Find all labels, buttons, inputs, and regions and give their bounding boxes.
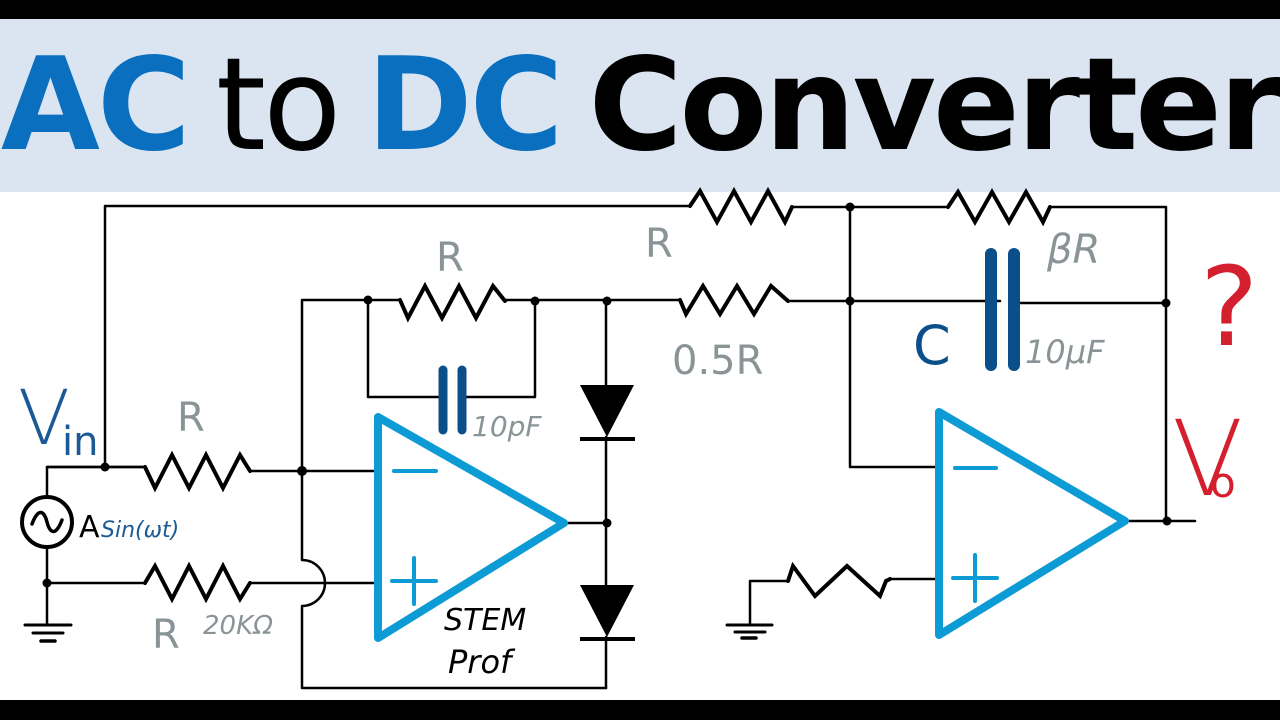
label-r-bypass: R	[645, 221, 673, 267]
vo-label-main: V	[1172, 398, 1243, 520]
ground-icon-right	[725, 623, 774, 640]
title-dc: DC	[366, 30, 563, 180]
label-r-beta: βR	[1046, 227, 1100, 273]
diodes	[580, 385, 635, 641]
source-function-label: Sin(ωt)	[101, 518, 179, 543]
junction-dot	[602, 296, 612, 306]
wire-stage2-gnd	[748, 579, 790, 626]
opamp-2-body	[935, 408, 1129, 639]
letterbox-top	[0, 0, 1280, 19]
junction-dot	[845, 296, 855, 306]
wire-source-top	[45, 465, 147, 499]
resistors	[143, 186, 1052, 604]
opamp-1	[374, 413, 568, 642]
output-question-mark: ?	[1200, 243, 1258, 371]
opamp-2	[935, 408, 1129, 639]
sine-wave-icon	[30, 510, 64, 534]
resistor-half	[678, 282, 790, 319]
labels: V in A Sin(ωt) R R 20KΩ R 10pF R 0.5R βR…	[18, 221, 1258, 681]
label-c-feedback-value: 10pF	[472, 410, 542, 443]
wires	[45, 204, 1197, 690]
title-band	[0, 19, 1280, 192]
diode-top	[580, 385, 634, 437]
resistor-bypass	[688, 186, 794, 227]
page-title: AC to DC Converter	[0, 19, 1280, 192]
label-r-input-top: R	[177, 395, 205, 441]
resistor-beta	[946, 187, 1052, 227]
diode-bottom	[580, 585, 634, 637]
label-r-half: 0.5R	[672, 338, 763, 384]
vin-label-sub: in	[62, 419, 98, 465]
label-r-feedback: R	[436, 235, 464, 281]
letterbox-bottom	[0, 700, 1280, 720]
junction-dot	[845, 202, 855, 212]
ac-source	[20, 495, 74, 549]
opamp-1-body	[374, 413, 568, 642]
junction-dot	[1161, 298, 1171, 308]
vin-label-main: V	[18, 373, 70, 462]
resistor-input-top	[143, 450, 252, 493]
resistor-input-bottom	[143, 561, 252, 604]
wire-cap1-right	[460, 298, 537, 399]
wire-beta-right	[1048, 205, 1168, 523]
wire-bypass-top	[103, 204, 692, 469]
wire-cap1-left	[366, 298, 440, 399]
source-amplitude-label: A	[79, 510, 100, 545]
junction-dot	[1162, 516, 1172, 526]
label-c-main-value: 10μF	[1025, 333, 1105, 371]
label-r-input-bottom: R	[152, 612, 180, 658]
junction-dot	[530, 296, 540, 306]
wire-crossover	[300, 469, 608, 690]
junction-dot	[100, 462, 110, 472]
label-c-main: C	[913, 314, 951, 377]
title-to: to	[215, 30, 341, 180]
wire-stage2-inv	[848, 205, 939, 469]
junction-dot	[602, 518, 612, 528]
junction-dot	[42, 578, 52, 588]
watermark-line-2: Prof	[448, 643, 516, 681]
capacitors	[438, 248, 1020, 435]
junction-dots	[42, 202, 1172, 588]
junction-dot	[363, 295, 373, 305]
title-ac: AC	[0, 30, 191, 180]
wire-feedback-left	[300, 298, 402, 473]
watermark-line-1: STEM	[444, 603, 526, 638]
ac-source-circle	[20, 495, 74, 549]
resistor-feedback	[398, 281, 507, 323]
resistor-stage2-ground	[786, 561, 892, 600]
vo-label-sub: o	[1210, 458, 1236, 507]
junction-dot	[297, 466, 307, 476]
title-converter: Converter	[588, 30, 1280, 180]
label-r-input-bottom-value: 20KΩ	[203, 611, 273, 641]
ground-icon-left	[23, 623, 73, 643]
